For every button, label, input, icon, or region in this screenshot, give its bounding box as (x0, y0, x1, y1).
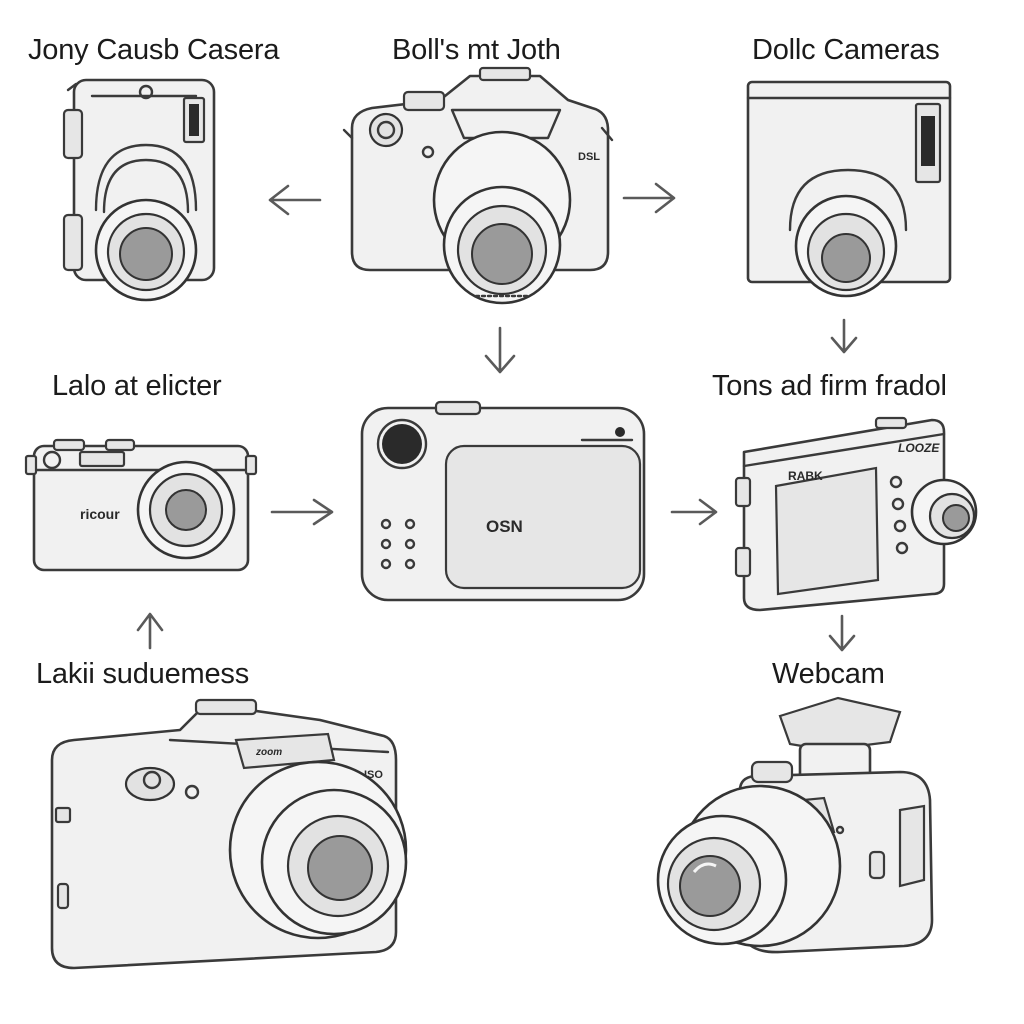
arrow-center-to-mid-right (670, 498, 718, 526)
label-top-right: Dollc Cameras (752, 34, 940, 66)
label-top-left: Jony Causb Casera (28, 34, 280, 66)
bridge-top-text: zoom (255, 747, 282, 758)
camera-bottom-left: zoom ISO (50, 698, 408, 970)
label-bottom-right: Webcam (772, 658, 885, 690)
camera-center: OSN (360, 400, 646, 602)
arrow-to-top-right (622, 182, 676, 214)
label-mid-right: Tons ad firm fradol (712, 370, 947, 402)
arrow-to-top-left (268, 184, 322, 216)
arrow-down-right-bottom (828, 614, 856, 652)
arrow-up-left (136, 612, 164, 650)
dslr-badge: DSL (578, 151, 600, 163)
arrow-down-center (484, 326, 516, 374)
compact-brand: ricour (80, 506, 120, 522)
handheld-logo: LOOZE (898, 441, 940, 455)
camera-bottom-right (656, 696, 934, 954)
camera-mid-right: RABK LOOZE (734, 416, 978, 612)
handheld-brand: RABK (788, 469, 823, 483)
label-bottom-left: Lakii suduemess (36, 658, 249, 690)
label-mid-left: Lalo at elicter (52, 370, 222, 402)
camera-top-left (62, 78, 216, 302)
arrow-down-right-top (830, 318, 858, 354)
arrow-mid-left-to-center (270, 498, 334, 526)
camera-top-right (746, 80, 952, 298)
label-top-center: Boll's mt Joth (392, 34, 561, 66)
camera-mid-left: ricour (24, 438, 258, 572)
camera-top-center: DSL (342, 66, 614, 305)
center-brand: OSN (486, 517, 523, 536)
